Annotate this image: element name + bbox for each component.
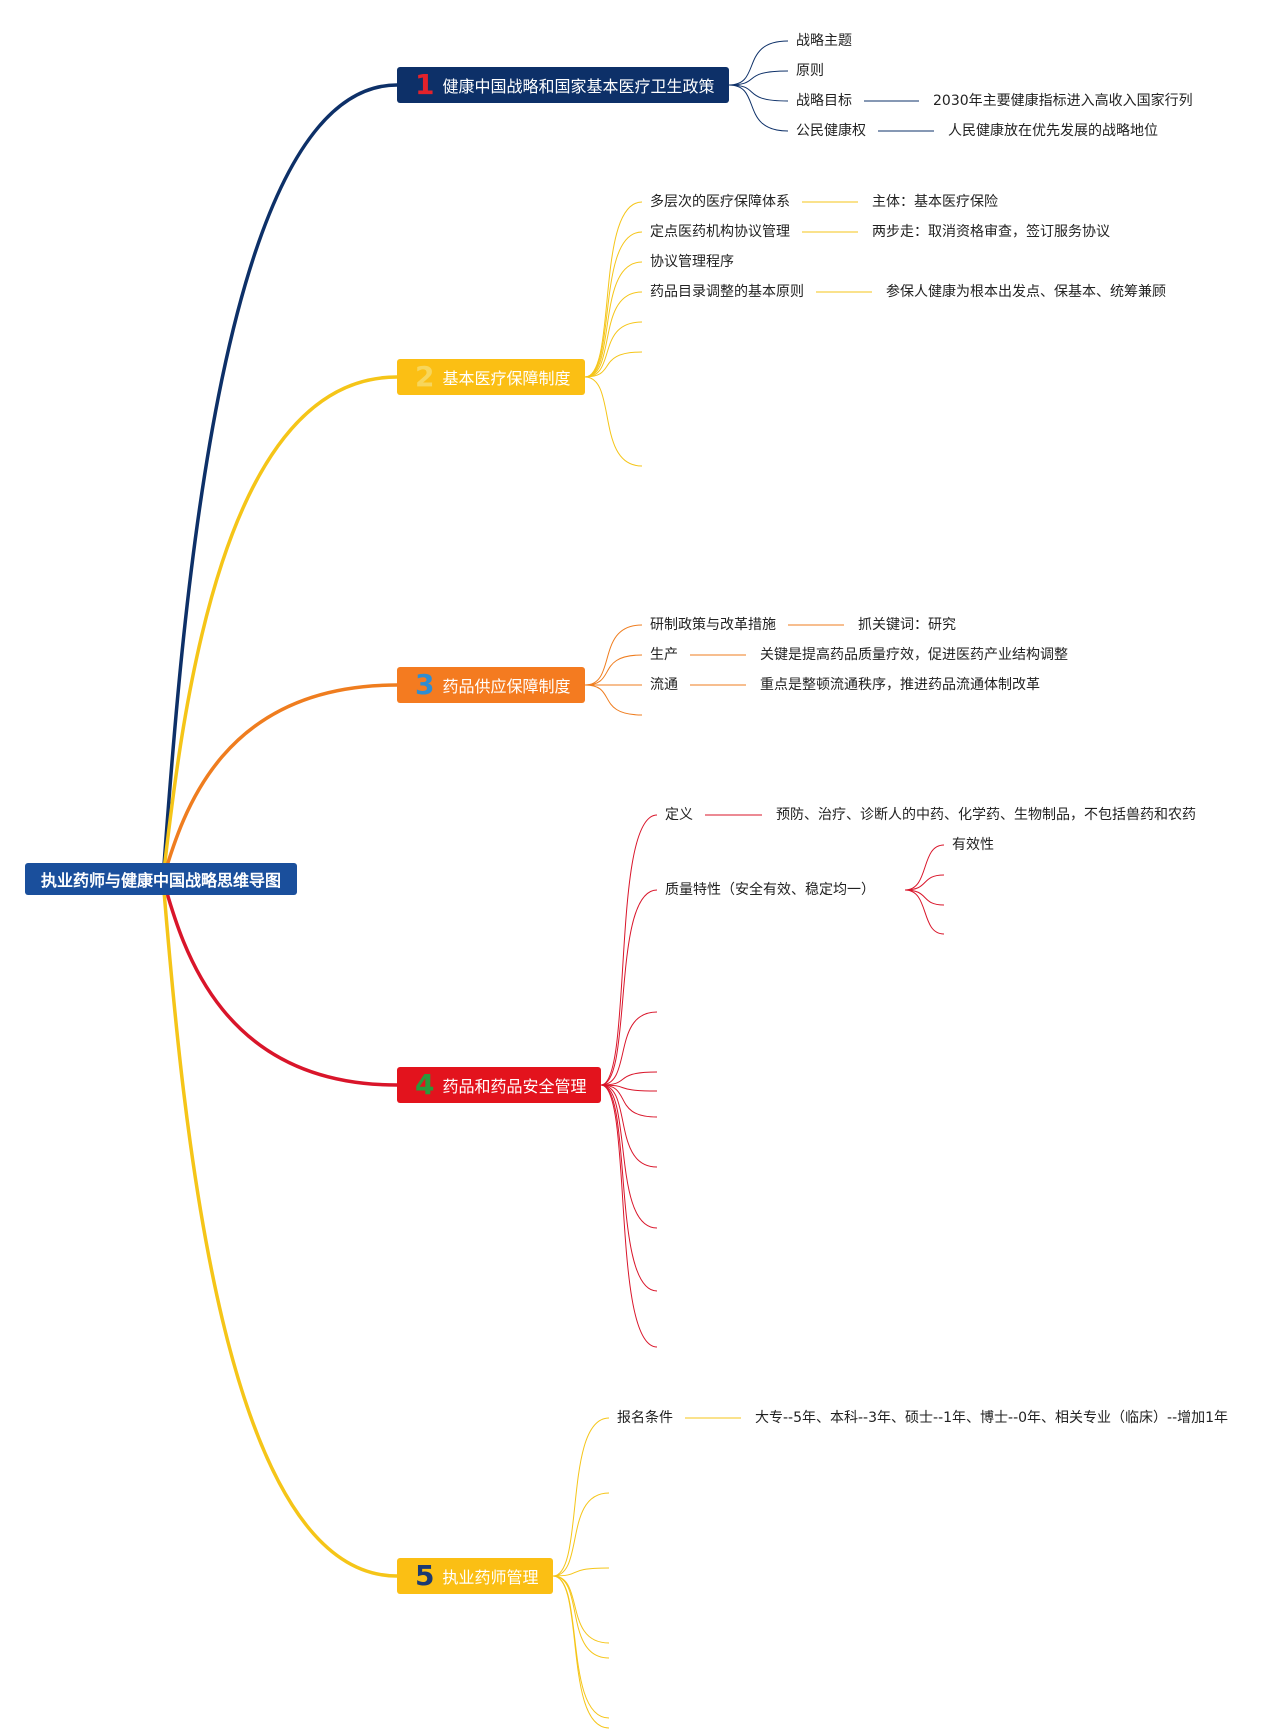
sub-label[interactable]: 有效性 bbox=[952, 837, 994, 853]
branch-number-1: 1 bbox=[415, 68, 435, 101]
leaf-connector bbox=[600, 1084, 658, 1118]
leaf-connector bbox=[584, 291, 643, 378]
leaf-connector bbox=[584, 684, 643, 716]
leaf-connector bbox=[584, 201, 643, 378]
leaf-connector bbox=[600, 1011, 658, 1086]
branch-connector-5 bbox=[161, 878, 398, 1578]
leaf-connector bbox=[728, 84, 789, 102]
leaf-connector bbox=[600, 1071, 658, 1086]
leaf-detail[interactable]: 大专--5年、本科--3年、硕士--1年、博士--0年、相关专业（临床）--增加… bbox=[755, 1410, 1229, 1426]
leaf-label[interactable]: 报名条件 bbox=[617, 1410, 673, 1426]
leaf-label[interactable]: 药品目录调整的基本原则 bbox=[650, 284, 804, 300]
sub-connector bbox=[904, 844, 945, 891]
leaf-label[interactable]: 定点医药机构协议管理 bbox=[650, 224, 790, 240]
leaf-label[interactable]: 质量特性（安全有效、稳定均一） bbox=[665, 882, 875, 898]
leaf-connector bbox=[552, 1575, 610, 1644]
leaf-connector bbox=[600, 1084, 658, 1229]
branch-title-4: 药品和药品安全管理 bbox=[442, 1077, 587, 1096]
branch-title-2: 基本医疗保障制度 bbox=[442, 369, 571, 388]
branch-node-1[interactable]: 1 健康中国战略和国家基本医疗卫生政策 bbox=[397, 67, 729, 103]
leaf-connector bbox=[584, 261, 643, 378]
leaf-connector bbox=[584, 321, 643, 378]
leaf-connector bbox=[600, 889, 658, 1086]
branch-title-5: 执业药师管理 bbox=[442, 1568, 539, 1587]
leaf-detail[interactable]: 两步走：取消资格审查，签订服务协议 bbox=[872, 224, 1110, 240]
branch-node-4[interactable]: 4 药品和药品安全管理 bbox=[397, 1067, 601, 1103]
leaf-connector bbox=[552, 1567, 610, 1577]
leaf-connector bbox=[552, 1575, 610, 1719]
leaf-label[interactable]: 公民健康权 bbox=[796, 123, 866, 139]
leaf-label[interactable]: 协议管理程序 bbox=[650, 254, 734, 270]
branch-connector-2 bbox=[161, 375, 398, 880]
branch-connector-3 bbox=[161, 683, 398, 880]
leaf-connector bbox=[584, 231, 643, 378]
branch-number-3: 3 bbox=[415, 668, 435, 701]
leaf-connector bbox=[728, 40, 789, 86]
branch-number-4: 4 bbox=[415, 1068, 435, 1101]
leaf-connector bbox=[600, 1084, 658, 1292]
branch-number-2: 2 bbox=[415, 360, 435, 393]
leaf-label[interactable]: 流通 bbox=[650, 677, 678, 693]
leaf-label[interactable]: 多层次的医疗保障体系 bbox=[650, 194, 790, 210]
leaf-label[interactable]: 研制政策与改革措施 bbox=[650, 617, 776, 633]
branch-title-1: 健康中国战略和国家基本医疗卫生政策 bbox=[442, 77, 715, 96]
branch-node-2[interactable]: 2 基本医疗保障制度 bbox=[397, 359, 585, 395]
leaf-connector bbox=[728, 84, 789, 132]
sub-connector bbox=[904, 874, 945, 891]
leaf-detail[interactable]: 预防、治疗、诊断人的中药、化学药、生物制品，不包括兽药和农药 bbox=[776, 807, 1196, 823]
branch-connector-1 bbox=[161, 83, 398, 880]
leaf-detail[interactable]: 抓关键词：研究 bbox=[858, 617, 956, 633]
leaf-detail[interactable]: 关键是提高药品质量疗效，促进医药产业结构调整 bbox=[760, 647, 1068, 663]
leaf-connector bbox=[552, 1575, 610, 1659]
leaf-label[interactable]: 战略目标 bbox=[796, 93, 852, 109]
sub-connector bbox=[904, 889, 945, 935]
leaf-connector bbox=[600, 1084, 658, 1092]
leaf-detail[interactable]: 2030年主要健康指标进入高收入国家行列 bbox=[933, 93, 1193, 109]
leaf-detail[interactable]: 主体：基本医疗保险 bbox=[872, 194, 998, 210]
leaf-detail[interactable]: 人民健康放在优先发展的战略地位 bbox=[948, 123, 1158, 139]
root-node[interactable]: 执业药师与健康中国战略思维导图 bbox=[25, 863, 297, 895]
branch-number-5: 5 bbox=[415, 1559, 435, 1592]
leaf-connector bbox=[584, 624, 643, 686]
leaf-label[interactable]: 原则 bbox=[796, 63, 824, 79]
sub-connector bbox=[904, 889, 945, 906]
branch-node-5[interactable]: 5 执业药师管理 bbox=[397, 1558, 553, 1594]
leaf-connector bbox=[552, 1417, 610, 1577]
leaf-connector bbox=[552, 1575, 610, 1729]
leaf-label[interactable]: 生产 bbox=[650, 647, 678, 663]
leaf-detail[interactable]: 重点是整顿流通秩序，推进药品流通体制改革 bbox=[760, 677, 1040, 693]
leaf-connector bbox=[600, 814, 658, 1086]
leaf-connector bbox=[728, 70, 789, 86]
branch-connector-4 bbox=[161, 878, 398, 1087]
branch-title-3: 药品供应保障制度 bbox=[442, 677, 571, 696]
leaf-connector bbox=[600, 1084, 658, 1348]
leaf-connector bbox=[584, 376, 643, 467]
branch-node-3[interactable]: 3 药品供应保障制度 bbox=[397, 667, 585, 703]
leaf-label[interactable]: 战略主题 bbox=[796, 33, 852, 49]
leaf-label[interactable]: 定义 bbox=[665, 807, 693, 823]
leaf-connector bbox=[552, 1492, 610, 1577]
root-title: 执业药师与健康中国战略思维导图 bbox=[40, 871, 281, 890]
leaf-detail[interactable]: 参保人健康为根本出发点、保基本、统筹兼顾 bbox=[886, 284, 1166, 300]
leaf-connector bbox=[584, 654, 643, 686]
leaf-connector bbox=[600, 1084, 658, 1168]
leaf-connector bbox=[584, 351, 643, 378]
